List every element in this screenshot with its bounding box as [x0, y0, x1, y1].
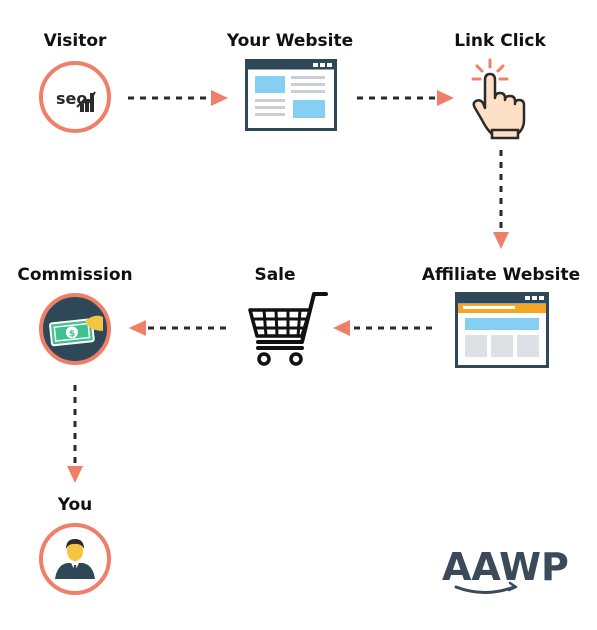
arrow-affiliate-to-sale	[333, 320, 432, 336]
you-label: You	[57, 495, 93, 515]
seo-text: seo	[56, 89, 87, 108]
svg-text:$: $	[68, 329, 75, 340]
shopping-cart-icon	[248, 292, 328, 366]
link-click-label: Link Click	[454, 31, 546, 51]
commission-label: Commission	[17, 265, 133, 285]
affiliate-website-label: Affiliate Website	[421, 265, 581, 285]
money-icon: $	[39, 293, 111, 365]
arrow-sale-to-commission	[129, 320, 226, 336]
visitor-label: Visitor	[43, 31, 107, 51]
arrow-website-to-linkclick	[357, 90, 454, 106]
arrow-visitor-to-website	[128, 90, 228, 106]
person-avatar-icon	[39, 523, 111, 595]
your-website-label: Your Website	[226, 31, 354, 51]
affiliate-website-window-icon	[455, 292, 549, 368]
seo-icon: seo	[39, 61, 111, 133]
aawp-logo: AAWP	[442, 545, 569, 594]
aawp-logo-text: AAWP	[442, 545, 569, 589]
sale-label: Sale	[254, 265, 296, 285]
arrow-linkclick-to-affiliate	[493, 150, 509, 249]
pointing-hand-icon	[471, 58, 526, 140]
website-window-icon	[245, 59, 337, 131]
arrow-commission-to-you	[67, 385, 83, 483]
